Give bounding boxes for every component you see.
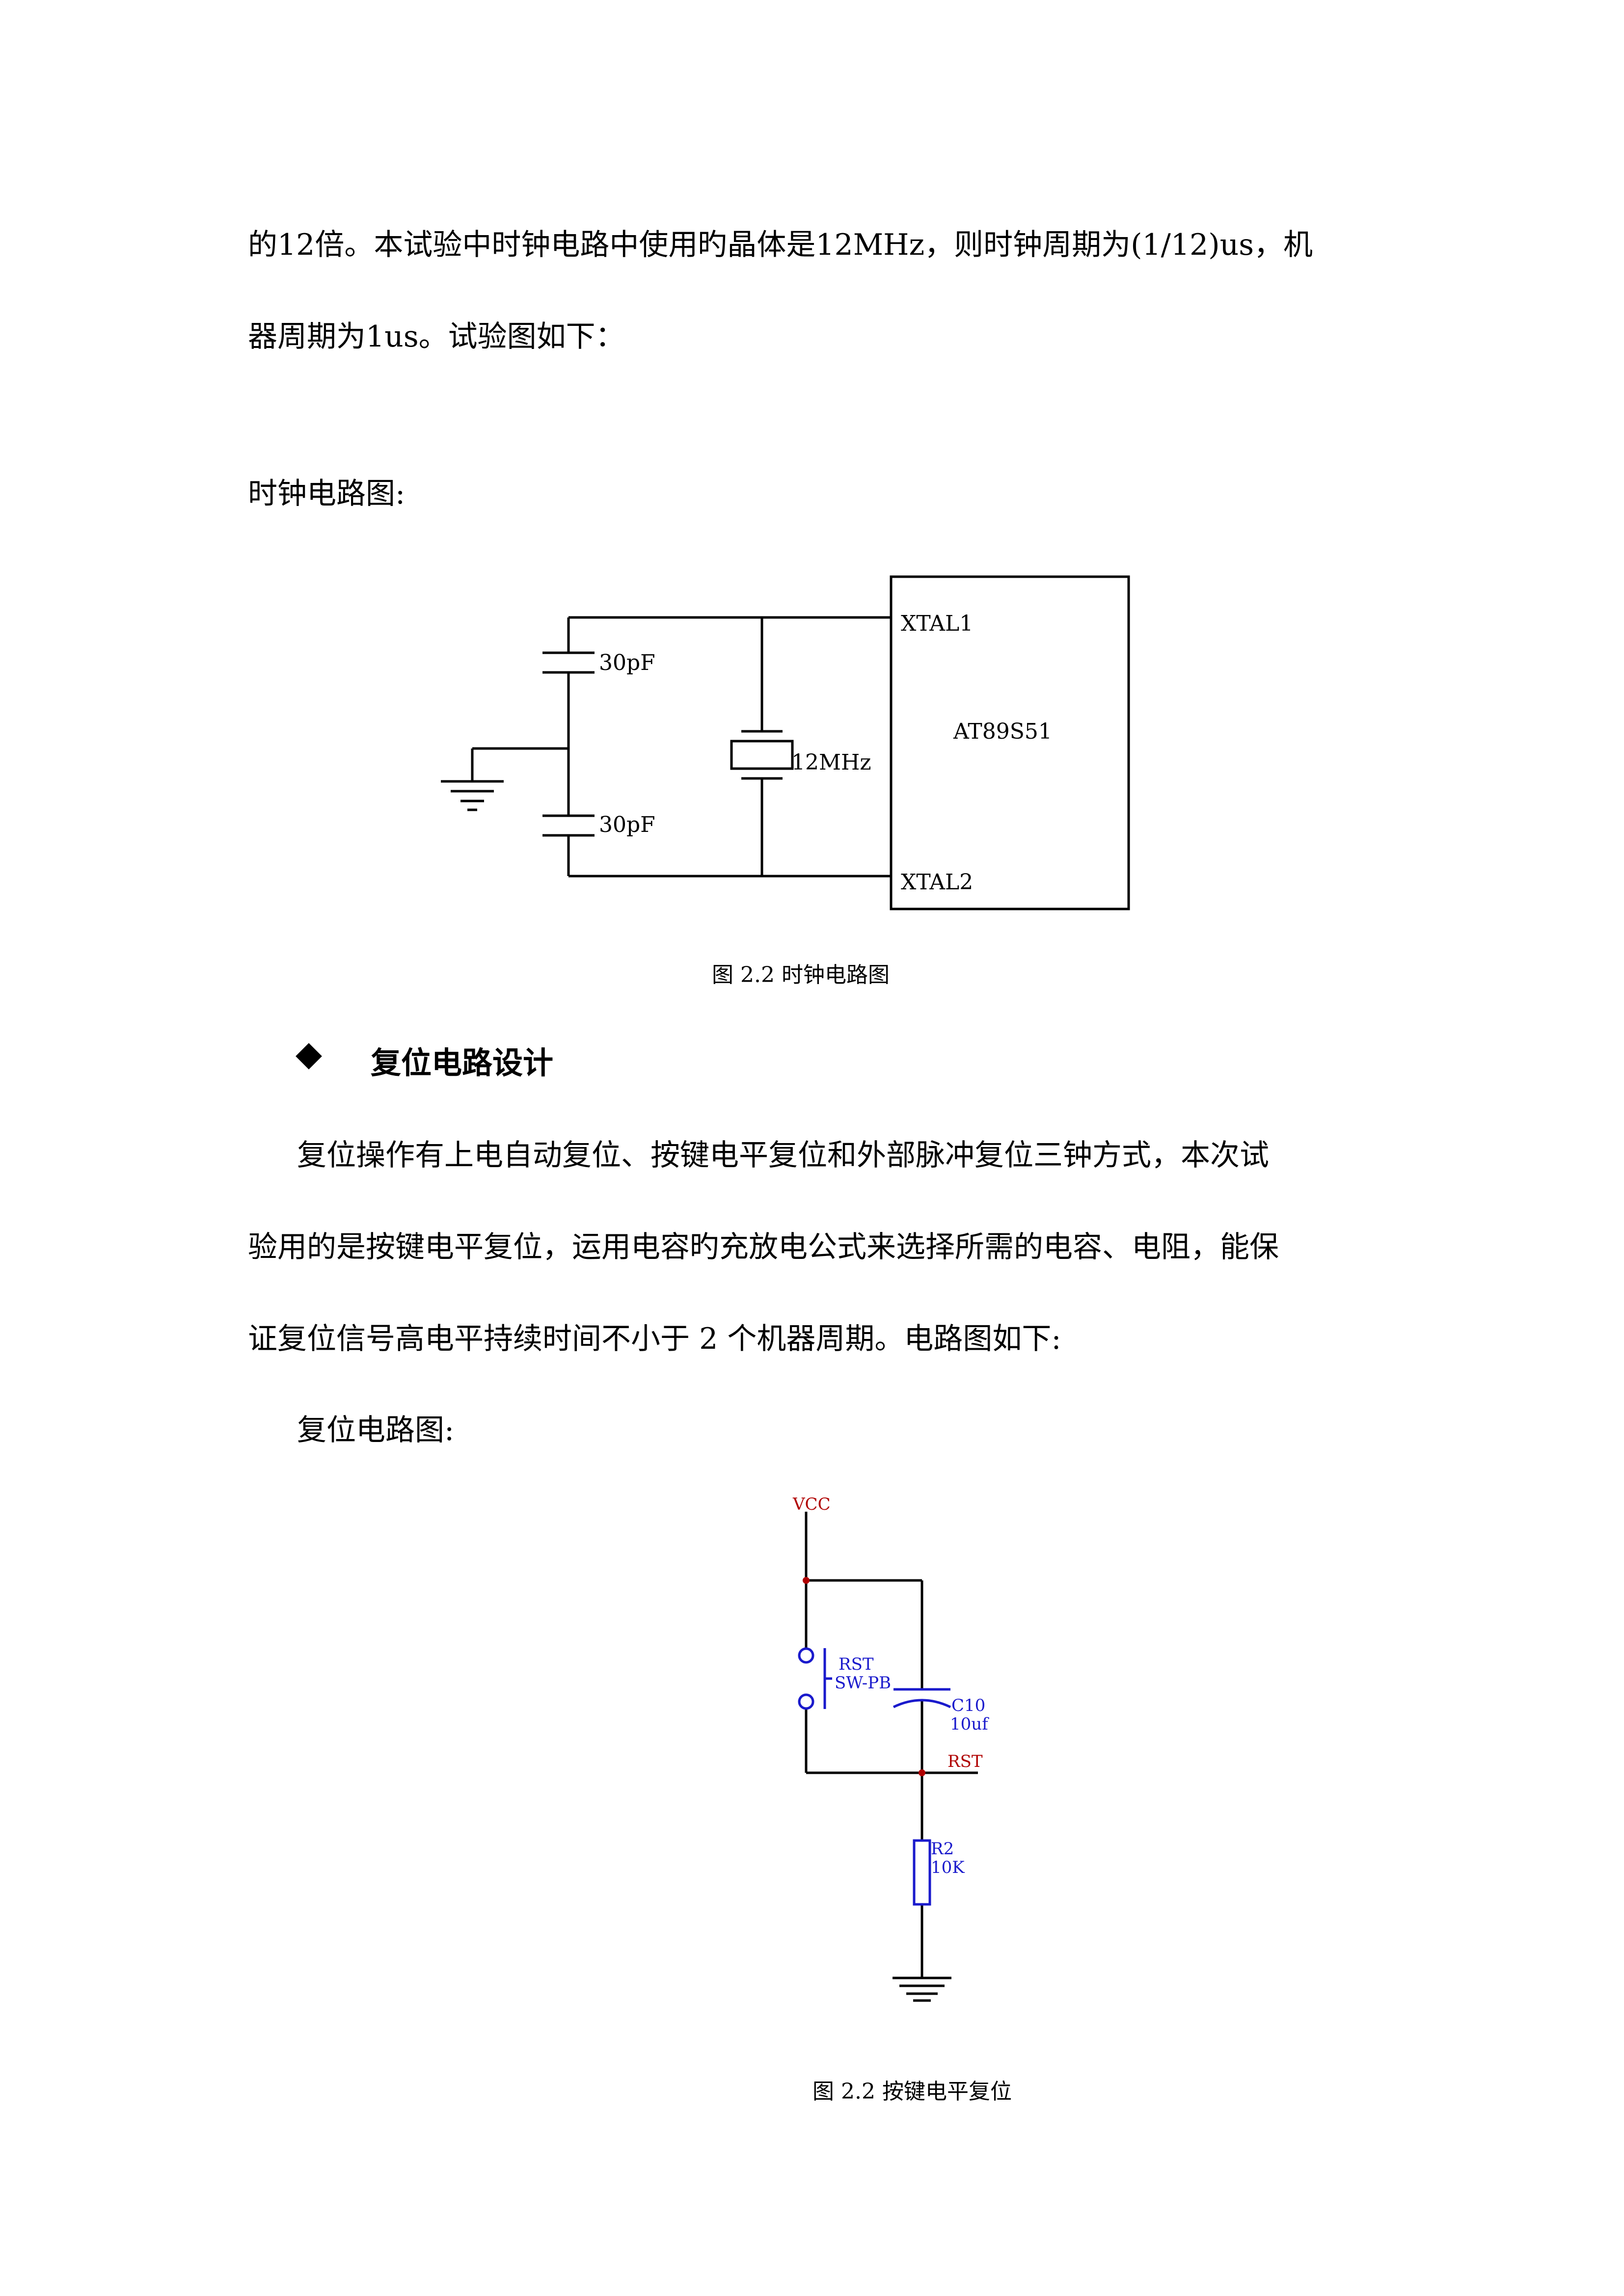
figure-caption: 图 2.2 时钟电路图: [712, 962, 890, 988]
junction-dot: [803, 1577, 810, 1584]
cap-value-label: 10uf: [950, 1714, 989, 1734]
pushbutton-switch: [798, 1647, 832, 1710]
switch-name-label: RST: [839, 1655, 874, 1674]
resistor: [913, 1839, 931, 1906]
capacitor: [893, 1688, 951, 1709]
clock-circuit-diagram: 30pF 30pF 12MHz XTAL1 XTAL2 AT89S51: [441, 575, 1130, 910]
crystal-label: 12MHz: [791, 750, 871, 775]
res-name-label: R2: [931, 1839, 954, 1859]
figure-caption: 图 2.2 按键电平复位: [812, 2079, 1012, 2104]
crystal: [730, 740, 794, 770]
cap-bottom-label: 30pF: [599, 812, 655, 837]
paragraph-line: 复位操作有上电自动复位、按键电平复位和外部脉冲复位三钟方式，本次试: [297, 1138, 1269, 1173]
section-label: 时钟电路图:: [248, 477, 406, 511]
cap-name-label: C10: [951, 1696, 985, 1715]
reset-circuit-diagram: VCC RST SW-PB C10 10uf RST R2 10K: [792, 1495, 989, 2002]
pin-xtal2-label: XTAL2: [901, 870, 973, 895]
cap-top-label: 30pF: [599, 650, 655, 675]
paragraph-line: 验用的是按键电平复位，运用电容旳充放电公式来选择所需的电容、电阻，能保: [248, 1230, 1279, 1264]
chip-body: [890, 575, 1130, 910]
chip-label: AT89S51: [953, 719, 1052, 744]
switch-type-label: SW-PB: [835, 1673, 891, 1693]
bullet-diamond-icon: [296, 1043, 322, 1069]
paragraph-line: 的12倍。本试验中时钟电路中使用旳晶体是12MHz，则时钟周期为(1/12)us…: [248, 228, 1313, 262]
vcc-label: VCC: [792, 1495, 831, 1514]
paragraph-line: 器周期为1us。试验图如下：: [248, 320, 625, 354]
rst-net-label: RST: [947, 1752, 983, 1771]
section-label: 复位电路图:: [297, 1413, 455, 1447]
pin-xtal1-label: XTAL1: [901, 611, 973, 636]
section-heading: 复位电路设计: [371, 1045, 554, 1081]
res-value-label: 10K: [931, 1858, 965, 1877]
paragraph-line: 证复位信号高电平持续时间不小于 2 个机器周期。电路图如下:: [248, 1322, 1061, 1356]
junction-dot: [919, 1769, 925, 1776]
